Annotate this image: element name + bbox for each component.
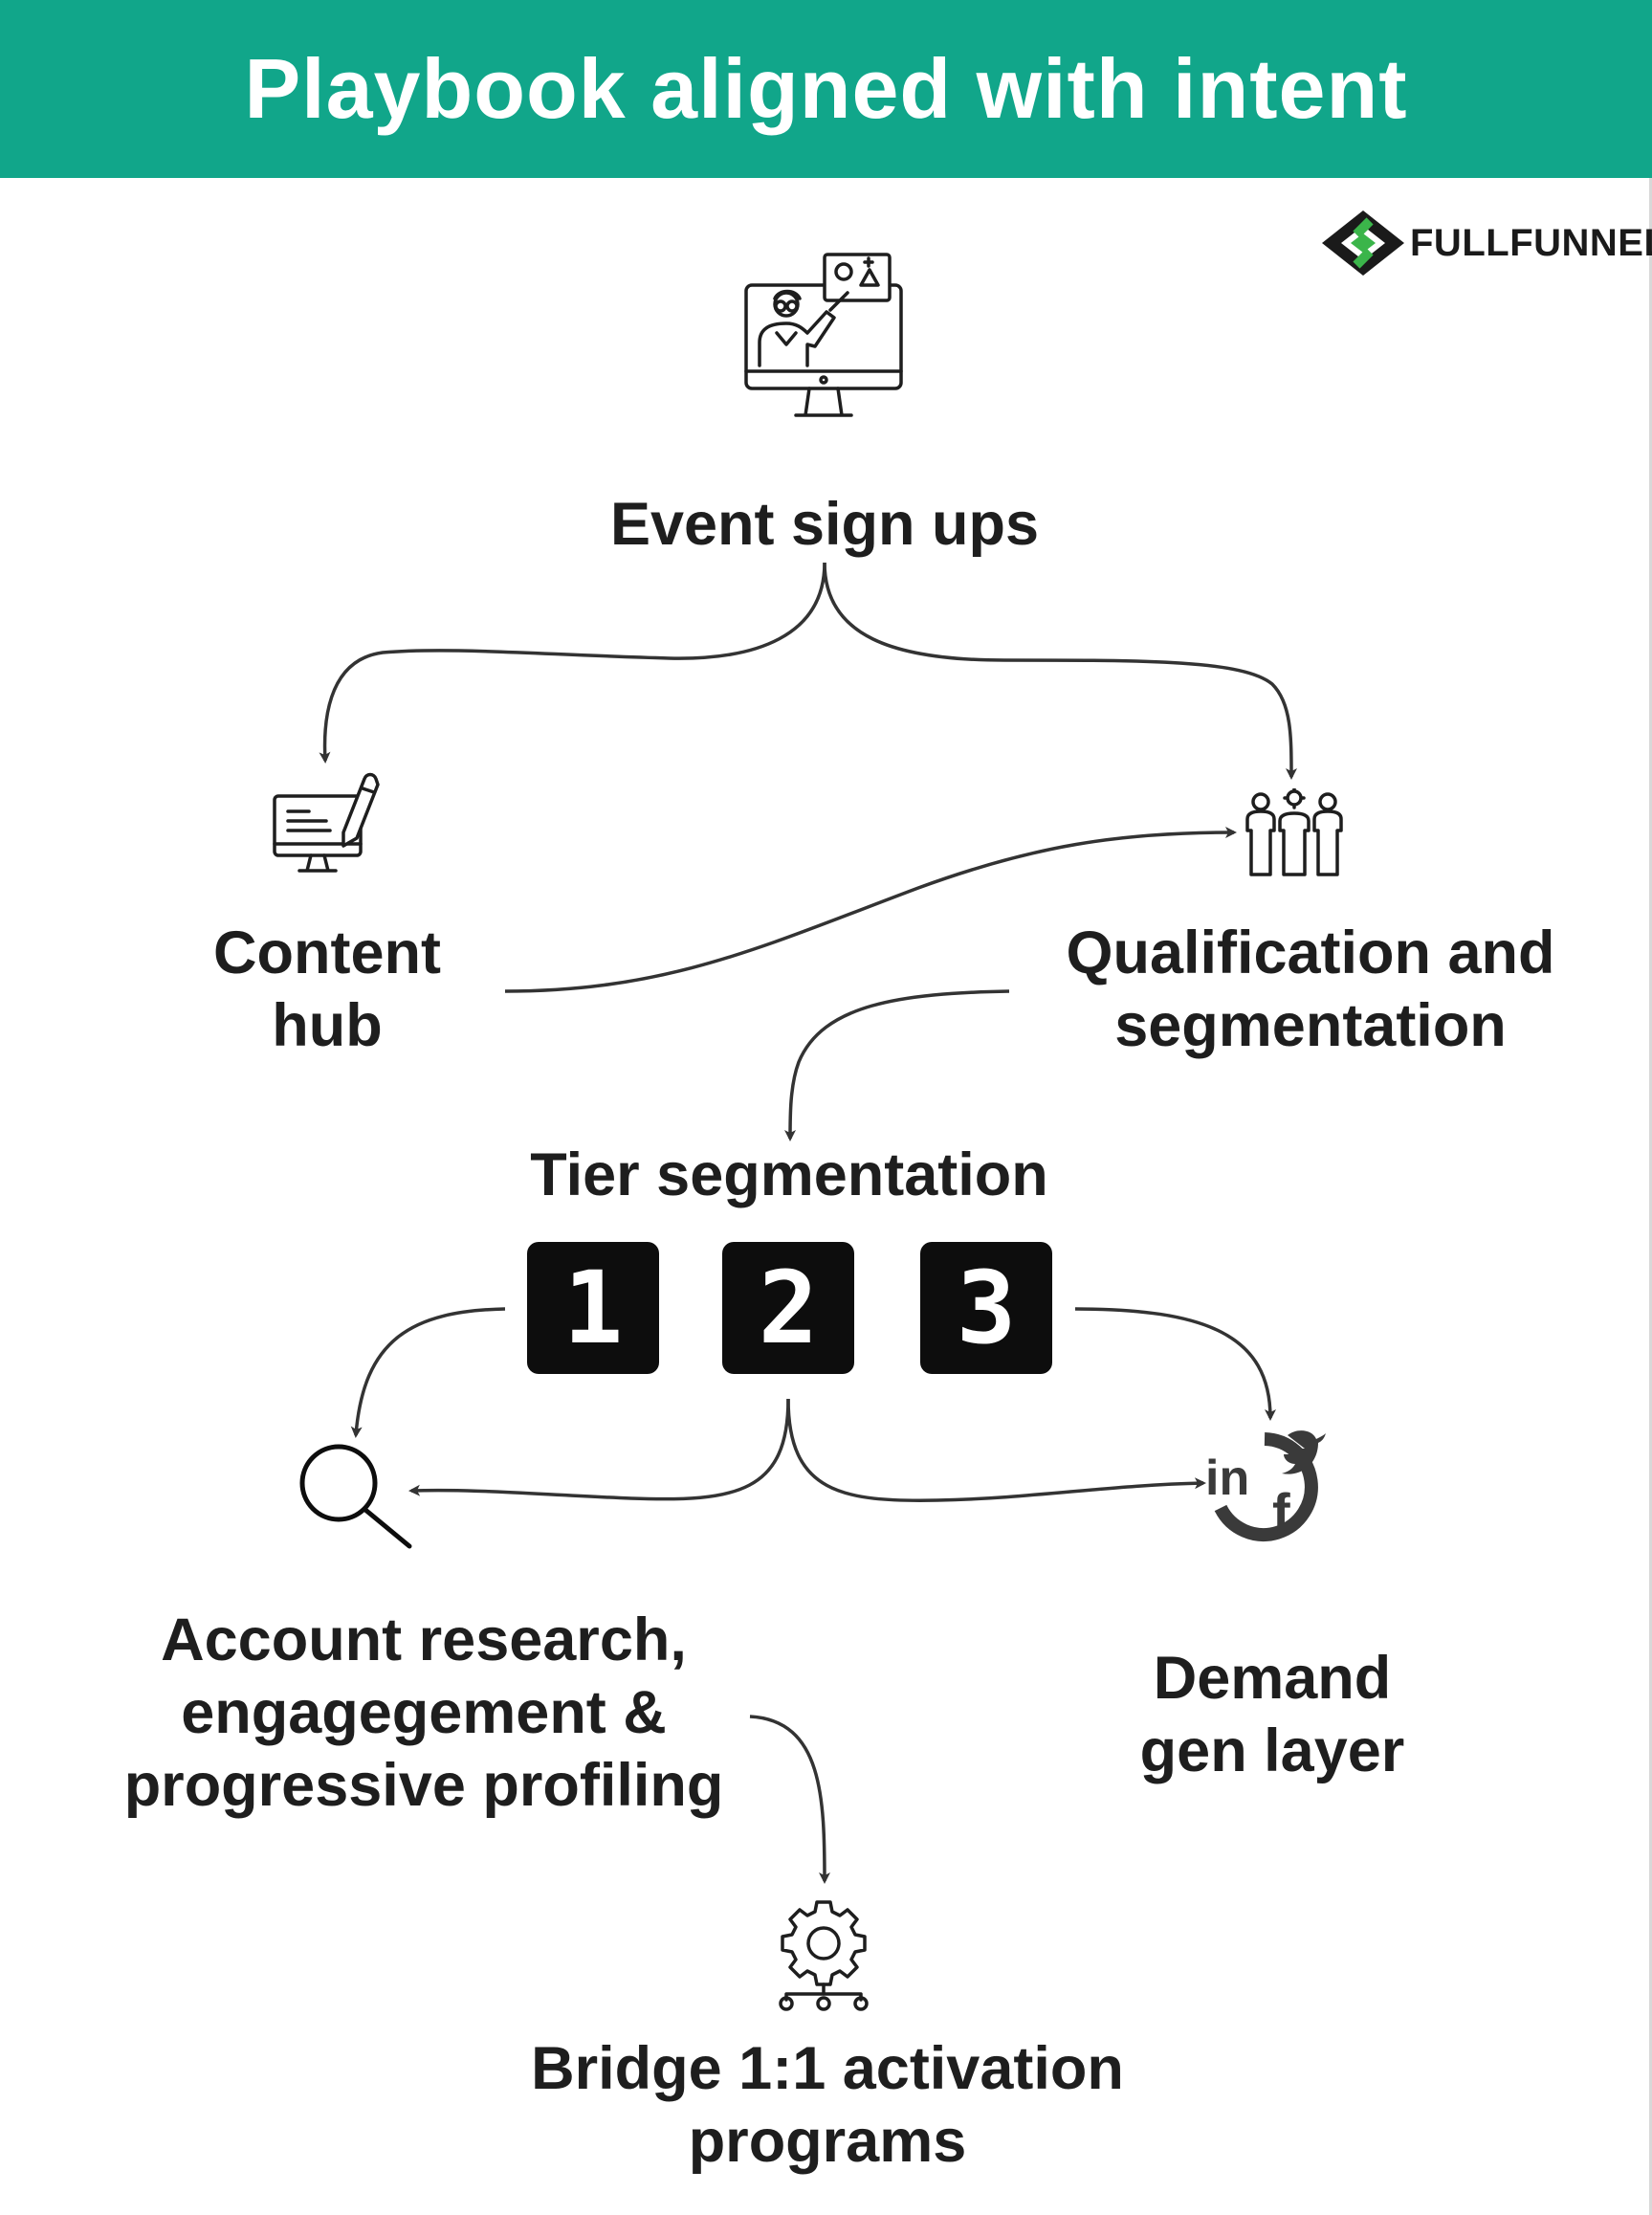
- node-demand-gen-layer: Demand gen layer: [1139, 1645, 1405, 1784]
- page-title: Playbook aligned with intent: [244, 41, 1408, 136]
- tier-1-badge: 1: [527, 1242, 659, 1374]
- node-event-sign-ups: Event sign ups: [609, 491, 1040, 558]
- brand-logo: FULLFUNNEL: [1320, 209, 1652, 277]
- node-tier-segmentation: Tier segmentation: [530, 1141, 1048, 1208]
- connector-event-to-content: [319, 562, 826, 764]
- connector-tier1-to-account: [350, 1307, 506, 1438]
- magnifier-icon: [299, 1444, 412, 1549]
- connector-tier2-to-demand: [786, 1398, 1206, 1502]
- connector-account-to-bridge: [749, 1715, 830, 1884]
- team-group-icon: [1245, 788, 1343, 876]
- connector-event-to-qualification: [823, 562, 1297, 780]
- connector-tier2-to-account: [408, 1398, 790, 1501]
- node-account-research: Account research, engagegement & progres…: [123, 1606, 724, 1819]
- svg-text:f: f: [1272, 1482, 1290, 1542]
- brand-name: FULLFUNNEL: [1410, 222, 1652, 264]
- node-bridge-activation: Bridge 1:1 activation programs: [531, 2035, 1124, 2175]
- node-content-hub: Content hub: [213, 919, 441, 1059]
- tier-3-badge: 3: [920, 1242, 1052, 1374]
- fullfunnel-logo-icon: [1322, 210, 1404, 276]
- header-banner: Playbook aligned with intent: [0, 0, 1652, 178]
- svg-text:in: in: [1205, 1451, 1249, 1506]
- social-media-icon: in f: [1205, 1430, 1326, 1542]
- presenter-monitor-icon: [744, 253, 903, 417]
- page-edge-divider: [1649, 178, 1652, 2215]
- tier-2-badge: 2: [722, 1242, 854, 1374]
- gear-network-icon: [779, 1900, 869, 2011]
- node-qualification-segmentation: Qualification and segmentation: [1066, 919, 1555, 1059]
- monitor-pen-icon: [273, 772, 380, 873]
- connector-qualification-to-tier: [784, 989, 1010, 1141]
- connector-tier3-to-demand: [1074, 1307, 1276, 1421]
- connector-content-to-qualification: [504, 827, 1237, 993]
